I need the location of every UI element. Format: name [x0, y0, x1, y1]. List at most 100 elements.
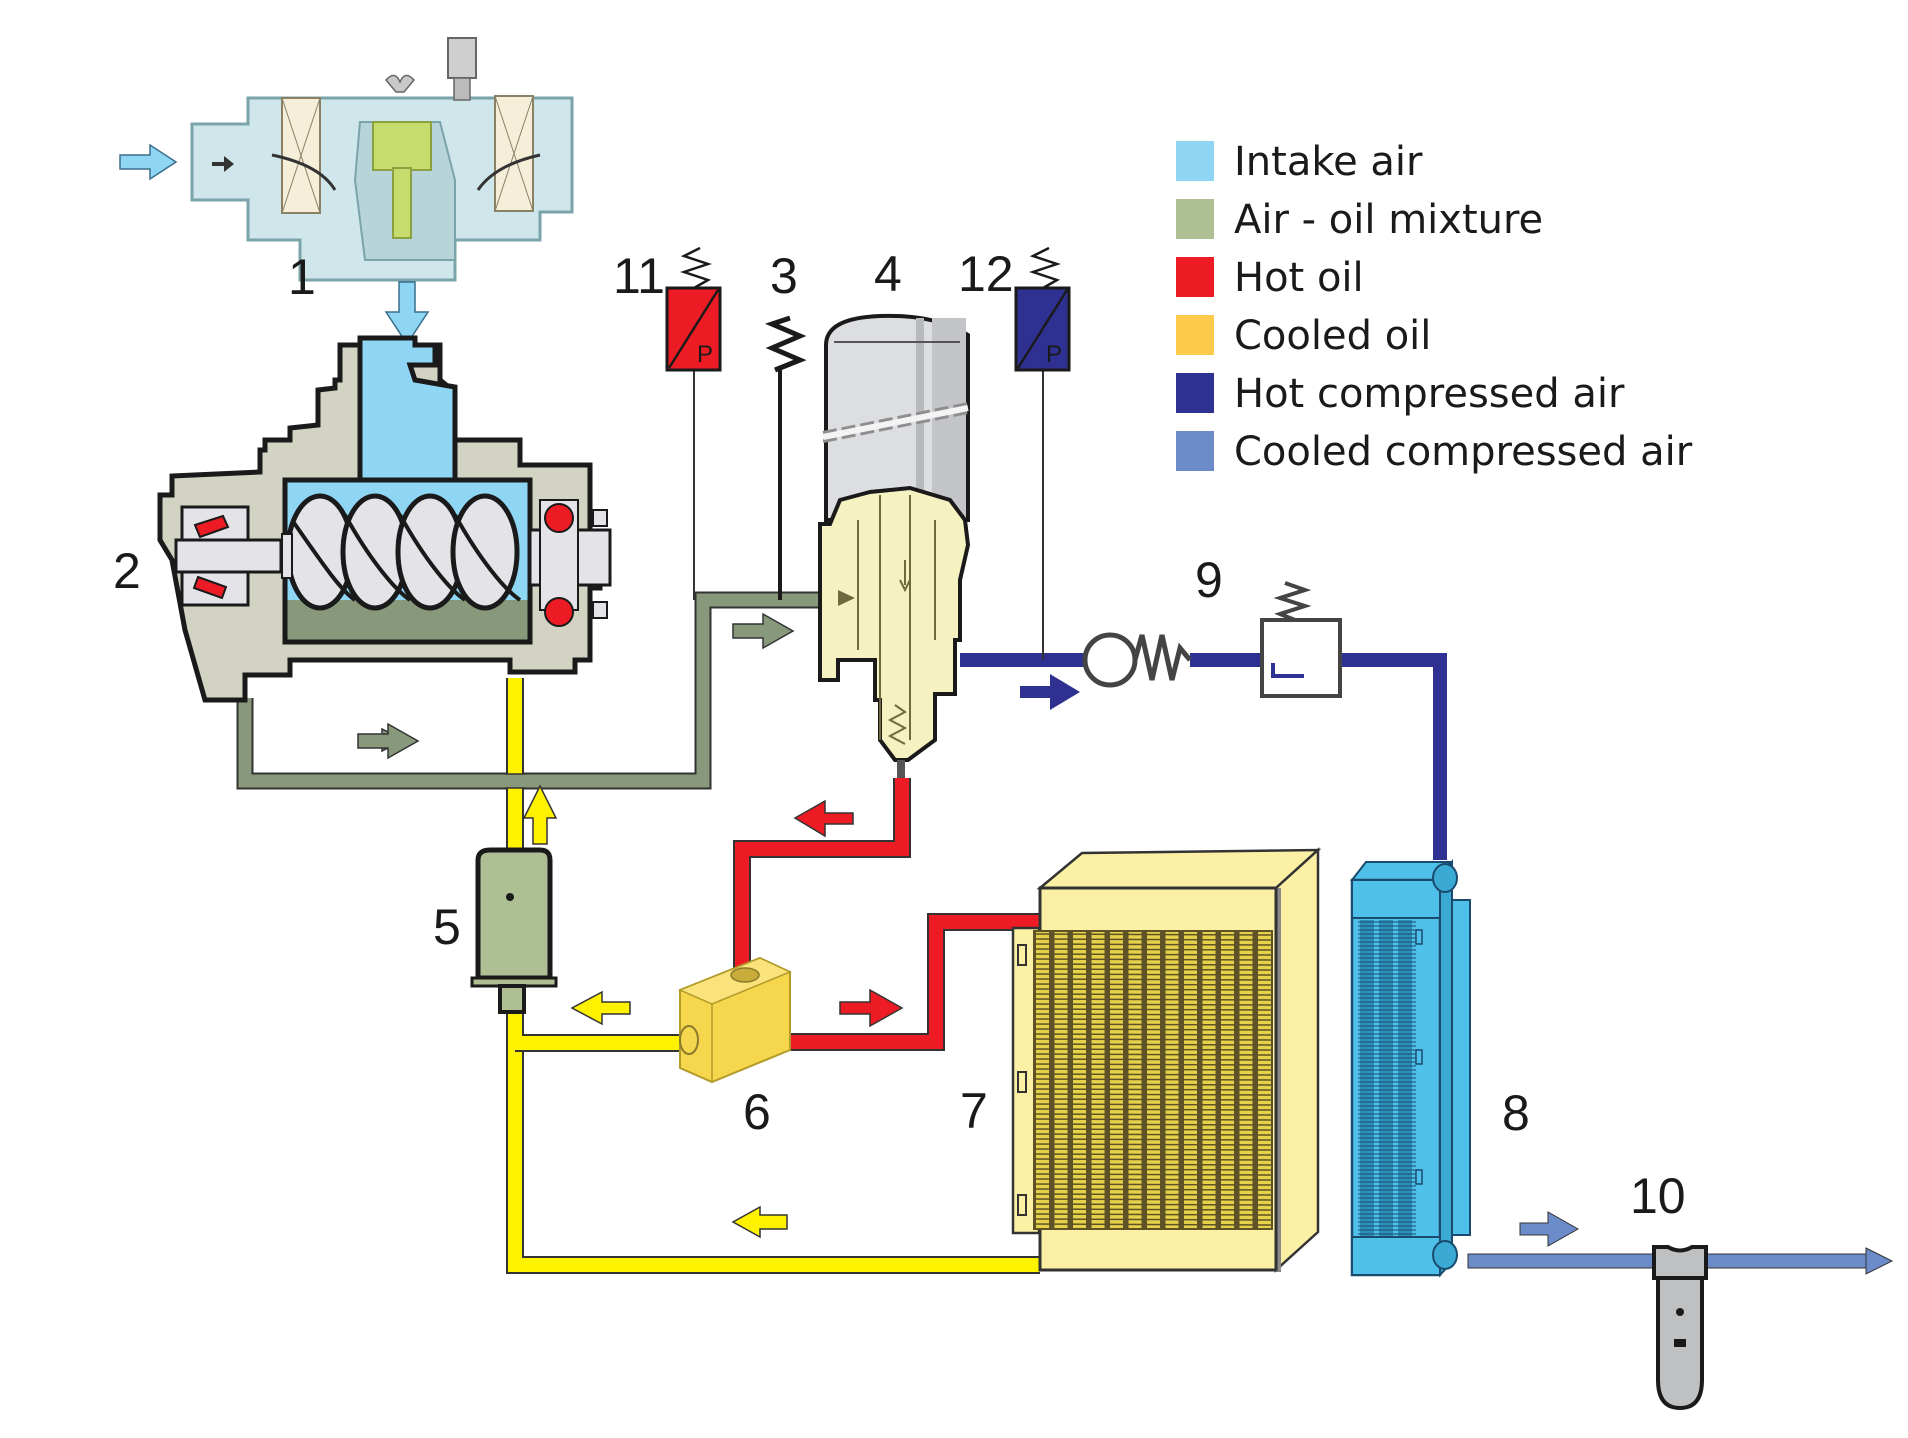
cooler-fin-line: [1033, 953, 1273, 956]
cooler-fin-line: [1033, 938, 1273, 941]
cooler-fin-line: [1033, 1138, 1273, 1141]
arrow-cooled-oil-up: [522, 784, 558, 845]
cooler-fin-line: [1033, 1103, 1273, 1106]
label-5: 5: [433, 899, 461, 955]
arrow-cooled-air-right: [1519, 1211, 1580, 1247]
legend-swatch: [1176, 315, 1214, 355]
pipe-air-oil-mixture: [236, 591, 822, 790]
cooler-fin-line: [1033, 1143, 1273, 1146]
arrow-intake-in: [119, 143, 178, 181]
cooler-fin-line: [1033, 1003, 1273, 1006]
legend-swatch: [1176, 257, 1214, 297]
arrow-hot-oil-left: [793, 799, 854, 838]
cooler-fin-line: [1033, 1118, 1273, 1121]
legend-label: Cooled oil: [1234, 313, 1431, 359]
component-oil-cooler[interactable]: [1011, 847, 1322, 1273]
cooler-fin-line: [1033, 1058, 1273, 1061]
component-aftercooler[interactable]: [1349, 858, 1471, 1278]
label-4: 4: [874, 246, 902, 302]
cooler-fin-line: [1033, 1173, 1273, 1176]
cooler-fin-line: [1033, 978, 1273, 981]
arrow-air-oil-2: [732, 612, 795, 650]
cooler-fin-line: [1033, 1213, 1273, 1216]
component-check-valve[interactable]: [1082, 632, 1192, 688]
label-2: 2: [113, 543, 141, 599]
cooler-fin-line: [1033, 1113, 1273, 1116]
cooler-fin-line: [1033, 1008, 1273, 1011]
component-intake-filter[interactable]: [190, 37, 574, 282]
label-6: 6: [743, 1084, 771, 1140]
cooler-fin-line: [1033, 1088, 1273, 1091]
arrow-hot-oil-right: [839, 988, 904, 1028]
cooler-fin-line: [1033, 1068, 1273, 1071]
cooler-fin-line: [1033, 1168, 1273, 1171]
arrow-cooled-oil-left-2: [731, 1205, 788, 1239]
cooler-fin-line: [1033, 1208, 1273, 1211]
cooler-fin-line: [1033, 943, 1273, 946]
cooler-fin-line: [1033, 1163, 1273, 1166]
oil-cooler-fins: [1033, 932, 1273, 1228]
component-compressor[interactable]: [157, 335, 612, 703]
sensor-3-temperature[interactable]: [764, 315, 807, 600]
cooler-fin-line: [1033, 1028, 1273, 1031]
arrow-cooled-oil-left-1: [570, 990, 631, 1026]
cooler-fin-line: [1033, 1073, 1273, 1076]
cooler-fin-line: [1033, 948, 1273, 951]
sensor-11-p-label: P: [697, 341, 713, 368]
legend-label: Hot oil: [1234, 255, 1364, 301]
pipe-cooled-oil: [506, 678, 1040, 1274]
cooler-fin-line: [1033, 1013, 1273, 1016]
cooler-fin-line: [1033, 1123, 1273, 1126]
legend-label: Cooled compressed air: [1234, 429, 1693, 475]
component-oil-filter[interactable]: [470, 847, 558, 1014]
cooler-fin-line: [1033, 1188, 1273, 1191]
component-min-pressure-valve[interactable]: [1260, 581, 1342, 698]
cooler-fin-line: [1033, 1048, 1273, 1051]
label-12: 12: [958, 246, 1014, 302]
cooler-fin-line: [1033, 1153, 1273, 1156]
sensor-12-pressure[interactable]: P: [1014, 246, 1071, 660]
cooler-fin-line: [1033, 973, 1273, 976]
cooler-fin-line: [1033, 1083, 1273, 1086]
cooler-fin-line: [1033, 1193, 1273, 1196]
cooler-fin-line: [1033, 968, 1273, 971]
cooler-fin-line: [1033, 933, 1273, 936]
cooler-fin-line: [1033, 1043, 1273, 1046]
aftercooler-fins: [1358, 920, 1416, 1236]
label-1: 1: [288, 249, 316, 305]
cooler-fin-line: [1033, 1158, 1273, 1161]
cooler-fin-line: [1033, 1018, 1273, 1021]
legend-swatch: [1176, 373, 1214, 413]
cooler-fin-line: [1033, 1038, 1273, 1041]
component-separator[interactable]: [818, 313, 971, 778]
label-8: 8: [1502, 1085, 1530, 1141]
cooler-fin-line: [1033, 993, 1273, 996]
label-9: 9: [1195, 552, 1223, 608]
cooler-fin-line: [1033, 1108, 1273, 1111]
label-7: 7: [960, 1083, 988, 1139]
cooler-fin-line: [1033, 1183, 1273, 1186]
sensor-11-pressure[interactable]: P: [665, 246, 722, 600]
cooler-fin-line: [1033, 998, 1273, 1001]
pipe-hot-compressed-air: [960, 653, 1447, 860]
cooler-fin-line: [1033, 1178, 1273, 1181]
cooler-fin-line: [1033, 1218, 1273, 1221]
component-thermostatic-valve[interactable]: [678, 956, 792, 1084]
pipe-hot-oil: [733, 778, 1045, 1051]
cooler-fin-line: [1033, 1198, 1273, 1201]
legend-swatch: [1176, 199, 1214, 239]
cooler-fin-line: [1033, 1133, 1273, 1136]
pipe-air-oil-crossing: [505, 773, 525, 789]
cooler-fin-line: [1033, 958, 1273, 961]
component-water-separator[interactable]: [1652, 1245, 1708, 1411]
cooler-fin-line: [1033, 1033, 1273, 1036]
legend-label: Hot compressed air: [1234, 371, 1625, 417]
cooler-fin-line: [1033, 1078, 1273, 1081]
cooler-fin-line: [1033, 963, 1273, 966]
arrow-air-oil-1b: [357, 722, 420, 760]
legend-label: Air - oil mixture: [1234, 197, 1543, 243]
legend-swatch: [1176, 431, 1214, 471]
cooler-fin-line: [1033, 1023, 1273, 1026]
